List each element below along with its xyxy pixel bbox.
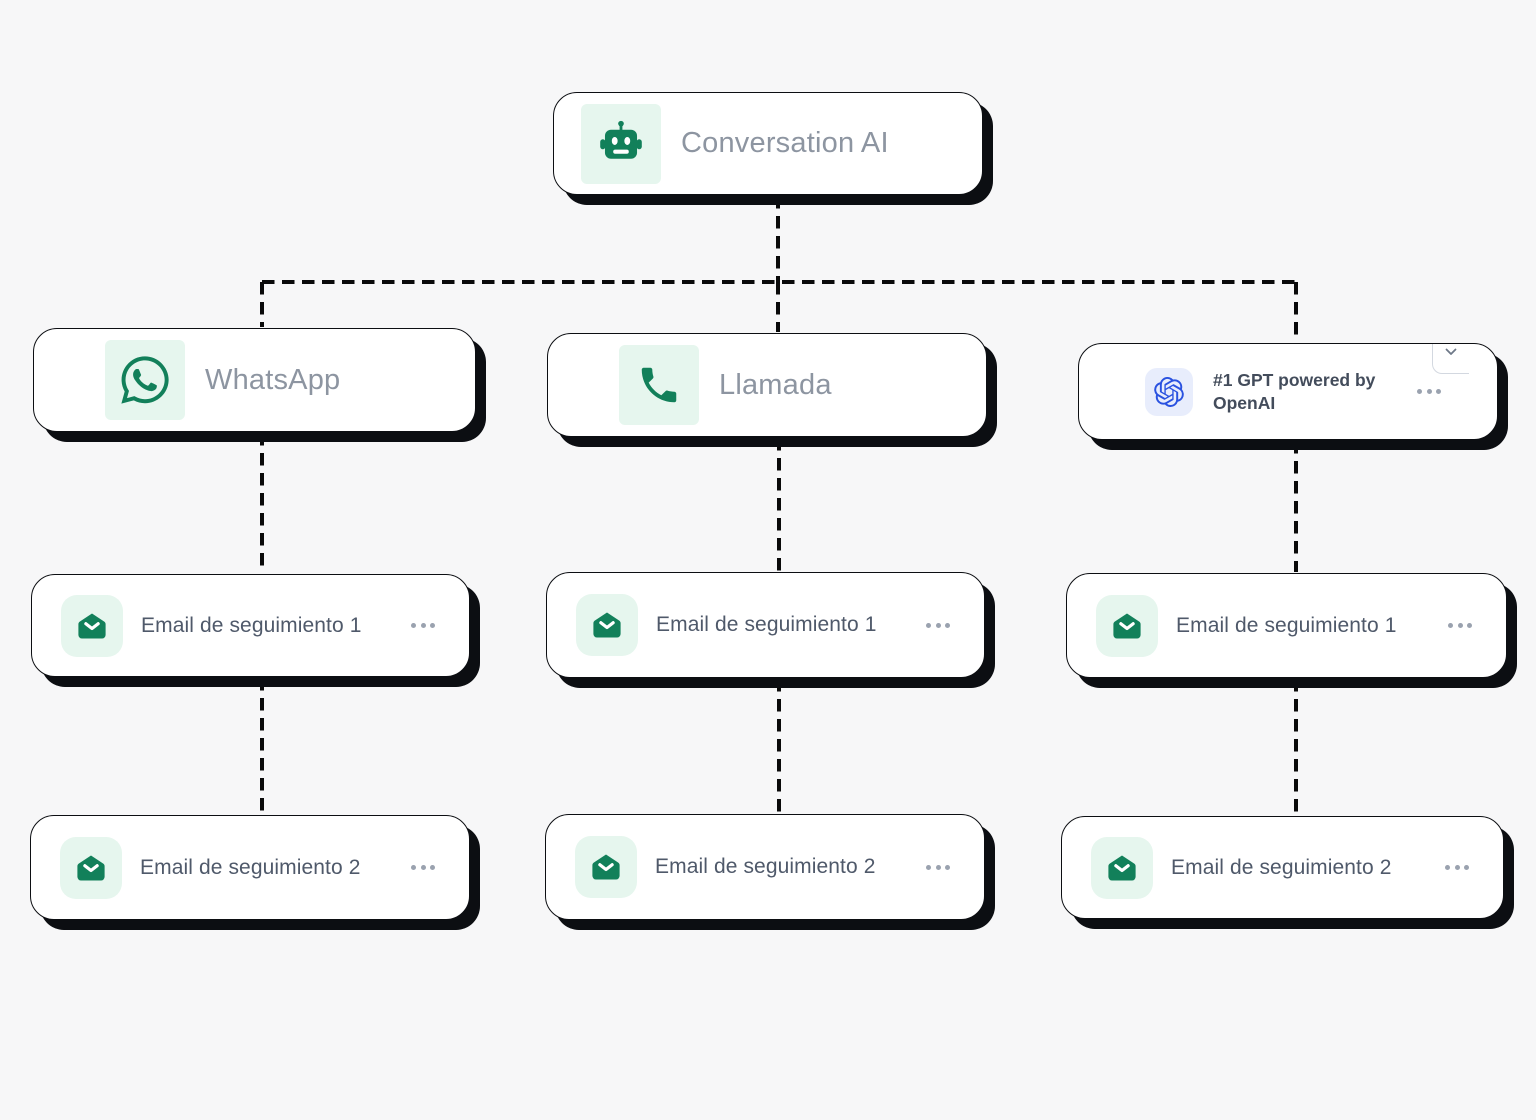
open-envelope-icon <box>1096 594 1158 657</box>
node-label: Email de seguimiento 2 <box>140 855 361 879</box>
open-envelope-icon <box>60 836 122 899</box>
node-email-followup-1-llamada[interactable]: Email de seguimiento 1 <box>546 572 985 678</box>
more-options-button[interactable] <box>1448 623 1472 628</box>
whatsapp-icon <box>105 340 185 420</box>
more-options-button[interactable] <box>1445 865 1469 870</box>
node-label: Email de seguimiento 1 <box>656 613 877 636</box>
node-gpt-openai[interactable]: #1 GPT powered by OpenAI <box>1078 343 1498 440</box>
chevron-down-icon <box>1445 348 1457 355</box>
node-label: Email de seguimiento 2 <box>655 855 876 878</box>
more-options-button[interactable] <box>411 865 435 870</box>
node-email-followup-2-whatsapp[interactable]: Email de seguimiento 2 <box>30 815 470 920</box>
node-label: #1 GPT powered by OpenAI <box>1213 370 1376 413</box>
openai-icon <box>1145 367 1193 416</box>
node-email-followup-1-whatsapp[interactable]: Email de seguimiento 1 <box>31 574 470 677</box>
more-options-button[interactable] <box>926 622 950 628</box>
node-whatsapp[interactable]: WhatsApp <box>33 328 476 432</box>
open-envelope-icon <box>61 594 123 657</box>
node-email-followup-2-gpt[interactable]: Email de seguimiento 2 <box>1061 816 1504 919</box>
open-envelope-icon <box>575 836 637 898</box>
open-envelope-icon <box>576 594 638 656</box>
node-label: Email de seguimiento 2 <box>1171 855 1392 879</box>
more-options-button[interactable] <box>926 864 950 870</box>
collapse-button[interactable] <box>1432 344 1469 374</box>
node-label: Conversation AI <box>681 127 889 159</box>
node-conversation-ai[interactable]: Conversation AI <box>553 92 983 195</box>
open-envelope-icon <box>1091 836 1153 899</box>
robot-icon <box>581 103 661 184</box>
phone-icon <box>619 345 699 425</box>
node-email-followup-2-llamada[interactable]: Email de seguimiento 2 <box>545 814 985 920</box>
node-label: WhatsApp <box>205 363 341 396</box>
node-email-followup-1-gpt[interactable]: Email de seguimiento 1 <box>1066 573 1507 678</box>
node-label: Llamada <box>719 368 832 401</box>
node-llamada[interactable]: Llamada <box>547 333 987 437</box>
more-options-button[interactable] <box>1417 389 1441 394</box>
node-label: Email de seguimiento 1 <box>141 613 362 637</box>
more-options-button[interactable] <box>411 623 435 628</box>
node-label: Email de seguimiento 1 <box>1176 613 1397 637</box>
